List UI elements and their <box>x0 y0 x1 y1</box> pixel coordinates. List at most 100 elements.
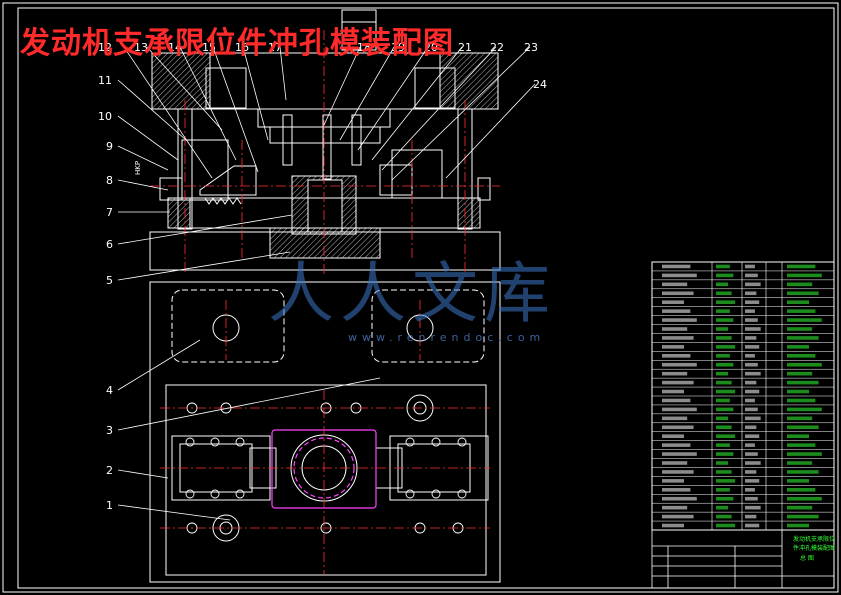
bom-cell-text <box>716 496 734 501</box>
bom-cell-text <box>716 514 732 519</box>
bom-cell-text <box>787 291 819 296</box>
bom-cell-text <box>787 443 816 447</box>
bom-cell-text <box>745 470 757 474</box>
bom-cell-text <box>745 496 758 501</box>
part-label-20: 20 <box>424 41 438 54</box>
bom-cell-text <box>745 345 760 349</box>
bom-cell-text <box>662 362 697 367</box>
bom-cell-text <box>745 425 757 430</box>
center-lines-plan <box>160 300 490 575</box>
bom-cell-text <box>787 496 822 501</box>
bom-cell-text <box>662 470 694 474</box>
bom-cell-text <box>662 479 684 483</box>
bill-of-materials <box>651 261 835 531</box>
bom-cell-text <box>662 496 697 501</box>
side-note: HKP <box>134 161 142 175</box>
bom-cell-text <box>716 273 734 278</box>
bom-cell-text <box>745 318 758 322</box>
bom-cell-text <box>745 416 761 421</box>
bom-cell-text <box>745 488 755 492</box>
bom-cell-text <box>716 470 732 474</box>
part-label-8: 8 <box>106 174 113 187</box>
bom-cell-text <box>787 371 813 376</box>
bom-cell-text <box>662 398 691 403</box>
bom-cell-text <box>787 425 819 430</box>
bom-cell-text <box>662 291 694 296</box>
bom-cell-text <box>787 407 822 412</box>
bom-cell-text <box>716 407 734 412</box>
bom-cell-text <box>787 336 819 340</box>
bom-cell-text <box>787 398 816 403</box>
bom-cell-text <box>716 291 732 296</box>
bom-cell-text <box>745 523 760 528</box>
part-label-6: 6 <box>106 238 113 251</box>
bom-cell-text <box>662 389 684 394</box>
bom-cell-text <box>745 327 761 331</box>
bom-cell-text <box>787 282 813 287</box>
bom-cell-text <box>787 264 816 269</box>
bom-cell-text <box>745 291 757 296</box>
bom-cell-text <box>745 398 755 403</box>
bom-cell-text <box>787 380 819 385</box>
bom-cell-text <box>716 452 734 456</box>
bom-cell-text <box>662 461 688 465</box>
bom-cell-text <box>716 434 736 438</box>
bom-cell-text <box>787 389 809 394</box>
bom-cell-text <box>716 300 736 304</box>
part-label-22: 22 <box>490 41 504 54</box>
bom-cell-text <box>787 309 816 313</box>
bom-cell-text <box>787 523 809 528</box>
bom-cell-text <box>662 300 684 304</box>
bom-cell-text <box>716 416 729 421</box>
bom-cell-text <box>662 416 688 421</box>
bom-cell-text <box>787 273 822 278</box>
watermark-url: www.renrendoc.com <box>348 331 546 344</box>
bom-cell-text <box>787 488 816 492</box>
part-label-21: 21 <box>458 41 472 54</box>
bom-cell-text <box>787 452 822 456</box>
bom-cell-text <box>787 416 813 421</box>
bom-cell-text <box>662 336 694 340</box>
part-label-5: 5 <box>106 274 113 287</box>
part-label-13: 13 <box>134 41 148 54</box>
part-label-23: 23 <box>524 41 538 54</box>
bom-cell-text <box>787 505 813 510</box>
bom-cell-text <box>662 354 691 358</box>
bom-cell-text <box>745 452 758 456</box>
bom-cell-text <box>716 505 729 510</box>
bom-cell-text <box>787 461 813 465</box>
bom-cell-text <box>745 514 757 519</box>
part-label-16: 16 <box>235 41 249 54</box>
bom-cell-text <box>745 479 760 483</box>
bom-cell-text <box>716 309 730 313</box>
bom-cell-text <box>787 479 809 483</box>
part-label-12: 12 <box>98 41 112 54</box>
bom-cell-text <box>662 425 694 430</box>
bom-cell-text <box>787 434 809 438</box>
bom-cell-text <box>716 389 736 394</box>
part-label-17: 17 <box>268 41 282 54</box>
part-label-14: 14 <box>168 41 182 54</box>
bom-cell-text <box>662 318 697 322</box>
part-label-3: 3 <box>106 424 113 437</box>
bom-cell-text <box>662 345 684 349</box>
bom-cell-text <box>716 362 734 367</box>
title-block-line2: 件冲孔模装配图 <box>793 544 835 552</box>
bom-cell-text <box>716 461 729 465</box>
bom-cell-text <box>745 443 755 447</box>
bom-cell-text <box>787 327 813 331</box>
bom-cell-text <box>716 336 732 340</box>
bom-cell-text <box>745 264 755 269</box>
bom-cell-text <box>787 514 819 519</box>
bom-cell-text <box>662 264 691 269</box>
bom-cell-text <box>662 282 688 287</box>
bom-cell-text <box>716 398 730 403</box>
title-block-line1: 发动机支承限位 <box>793 535 835 543</box>
bom-cell-text <box>745 273 758 278</box>
part-number-labels: 1 2 3 4 5 6 7 8 9 10 11 12 13 14 15 16 1… <box>98 41 547 512</box>
bom-cell-text <box>745 389 760 394</box>
part-label-9: 9 <box>106 140 113 153</box>
bom-cell-text <box>787 470 819 474</box>
